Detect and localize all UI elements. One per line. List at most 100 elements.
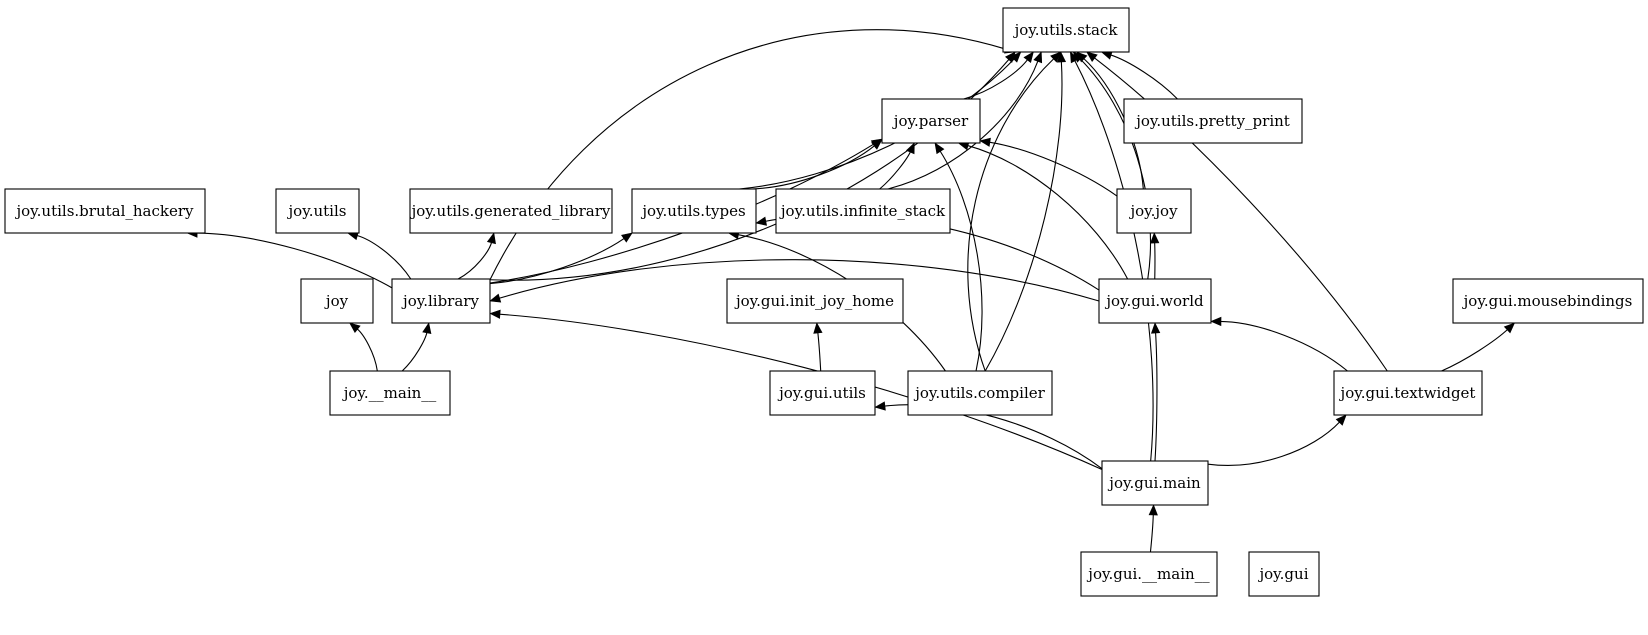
node-joy-utils-infinite-stack[interactable]: joy.utils.infinite_stack xyxy=(775,188,951,234)
arrow-head-icon xyxy=(1010,51,1022,63)
node-joy-gui-mousebindings[interactable]: joy.gui.mousebindings xyxy=(1452,278,1644,324)
node-box[interactable] xyxy=(1452,278,1644,324)
node-box[interactable] xyxy=(769,370,876,416)
node-label: joy.utils.infinite_stack xyxy=(779,202,946,220)
node-joy-gui-world[interactable]: joy.gui.world xyxy=(1098,278,1212,324)
node-label: joy.gui.__main__ xyxy=(1086,565,1210,583)
node-joy-gui-init-joy-home[interactable]: joy.gui.init_joy_home xyxy=(726,278,904,324)
node-joy-main[interactable]: joy.__main__ xyxy=(329,370,451,416)
node-box[interactable] xyxy=(631,188,757,234)
edge-joy-library-to-joy-utils xyxy=(356,234,412,280)
node-joy-utils-generated-library[interactable]: joy.utils.generated_library xyxy=(409,188,613,234)
node-box[interactable] xyxy=(1116,188,1192,234)
edge-joy-gui-main-to-joy-utils-stack xyxy=(1074,59,1154,462)
node-joy-parser[interactable]: joy.parser xyxy=(881,98,981,144)
edge-joy-joy-to-joy-parser xyxy=(989,141,1118,197)
node-joy-joy[interactable]: joy.joy xyxy=(1116,188,1192,234)
arrow-head-icon xyxy=(1150,322,1161,334)
arrow-head-icon xyxy=(489,309,501,319)
node-label: joy.utils.types xyxy=(640,202,745,220)
arrow-head-icon xyxy=(489,293,502,303)
node-joy[interactable]: joy xyxy=(300,278,374,324)
edge-joy-gui-main-to-joy-library xyxy=(499,313,1103,470)
node-label: joy.utils.stack xyxy=(1013,21,1119,39)
edge-joy-gui-main-to-joy-gui-world xyxy=(1154,332,1158,462)
node-box[interactable] xyxy=(1123,98,1303,144)
arrow-head-icon xyxy=(1210,316,1222,327)
arrow-head-icon xyxy=(870,138,883,149)
node-box[interactable] xyxy=(329,370,451,416)
node-joy-utils-brutal-hackery[interactable]: joy.utils.brutal_hackery xyxy=(4,188,206,234)
arrow-head-icon xyxy=(1050,51,1062,63)
node-box[interactable] xyxy=(1333,370,1483,416)
edge-joy-parser-to-joy-utils-stack xyxy=(963,59,1029,100)
edge-joy-utils-compiler-to-joy-parser xyxy=(939,150,983,372)
edge-joy-gui-textwidget-to-joy-utils-stack xyxy=(1093,57,1388,372)
node-box[interactable] xyxy=(1098,278,1212,324)
node-joy-gui-main[interactable]: joy.gui.main xyxy=(1101,460,1209,506)
node-label: joy.utils.generated_library xyxy=(410,202,611,220)
arrow-head-icon xyxy=(349,322,361,334)
edge-joy-utils-infinite-stack-to-joy-parser xyxy=(879,151,912,190)
node-joy-gui-textwidget[interactable]: joy.gui.textwidget xyxy=(1333,370,1483,416)
node-joy-utils[interactable]: joy.utils xyxy=(275,188,360,234)
arrow-head-icon xyxy=(1086,51,1098,62)
edge-joy-library-to-joy-utils-brutal-hackery xyxy=(196,232,393,289)
edge-joy-gui-main-to-joy-gui-textwidget xyxy=(1207,421,1341,466)
node-box[interactable] xyxy=(907,370,1053,416)
node-label: joy xyxy=(324,292,349,310)
node-box[interactable] xyxy=(275,188,360,234)
arrow-head-icon xyxy=(1023,51,1034,64)
node-box[interactable] xyxy=(775,188,951,234)
node-joy-gui-main[interactable]: joy.gui.__main__ xyxy=(1080,551,1218,597)
node-label: joy.joy xyxy=(1128,202,1178,220)
arrow-head-icon xyxy=(979,137,991,147)
node-label: joy.gui.mousebindings xyxy=(1462,292,1633,310)
arrow-head-icon xyxy=(486,232,496,245)
node-box[interactable] xyxy=(391,278,491,324)
node-joy-utils-types[interactable]: joy.utils.types xyxy=(631,188,757,234)
node-box[interactable] xyxy=(726,278,904,324)
edge-joy-main--to-joy-library xyxy=(401,331,428,372)
node-joy-library[interactable]: joy.library xyxy=(391,278,491,324)
node-label: joy.gui xyxy=(1258,565,1309,583)
arrow-head-icon xyxy=(1148,504,1158,516)
edge-joy-utils-compiler-to-joy-utils-stack xyxy=(984,61,1063,372)
node-box[interactable] xyxy=(881,98,981,144)
edge-joy-gui-world-to-joy-utils-stack xyxy=(1079,58,1151,280)
node-box[interactable] xyxy=(1248,551,1320,597)
edge-joy-library-to-joy-utils-generated-library xyxy=(457,241,493,280)
arrow-head-icon xyxy=(813,322,823,334)
edge-joy-main--to-joy xyxy=(356,328,378,372)
node-label: joy.gui.world xyxy=(1104,292,1204,310)
edge-joy-gui-world-to-joy-library xyxy=(498,259,1100,302)
node-box[interactable] xyxy=(4,188,206,234)
arrow-head-icon xyxy=(874,401,886,411)
node-label: joy.utils.compiler xyxy=(913,384,1045,402)
edge-joy-utils-types-to-joy-parser xyxy=(751,145,876,190)
arrow-head-icon xyxy=(1069,51,1080,64)
node-joy-utils-stack[interactable]: joy.utils.stack xyxy=(1002,7,1130,53)
edge-joy-utils-types-to-joy-utils-stack xyxy=(739,58,1015,190)
arrow-head-icon xyxy=(755,216,767,226)
node-box[interactable] xyxy=(1101,460,1209,506)
edge-joy-gui-utils-to-joy-gui-init-joy-home xyxy=(817,332,822,372)
node-joy-utils-compiler[interactable]: joy.utils.compiler xyxy=(907,370,1053,416)
edge-joy-gui-textwidget-to-joy-gui-world xyxy=(1220,320,1348,372)
node-box[interactable] xyxy=(1002,7,1130,53)
node-label: joy.gui.init_joy_home xyxy=(734,292,894,310)
node-box[interactable] xyxy=(409,188,613,234)
arrow-head-icon xyxy=(1056,51,1067,63)
node-box[interactable] xyxy=(1080,551,1218,597)
node-label: joy.utils xyxy=(287,202,347,220)
node-joy-gui[interactable]: joy.gui xyxy=(1248,551,1320,597)
arrow-head-icon xyxy=(1503,322,1516,334)
node-box[interactable] xyxy=(300,278,374,324)
edge-joy-gui-main--to-joy-gui-main xyxy=(1149,514,1154,553)
arrow-head-icon xyxy=(422,322,432,335)
node-joy-gui-utils[interactable]: joy.gui.utils xyxy=(769,370,876,416)
node-joy-utils-pretty-print[interactable]: joy.utils.pretty_print xyxy=(1123,98,1303,144)
edge-joy-utils-compiler-to-joy-utils-stack xyxy=(967,57,1055,372)
edge-joy-utils-pretty-print-to-joy-utils-stack xyxy=(1110,54,1178,100)
